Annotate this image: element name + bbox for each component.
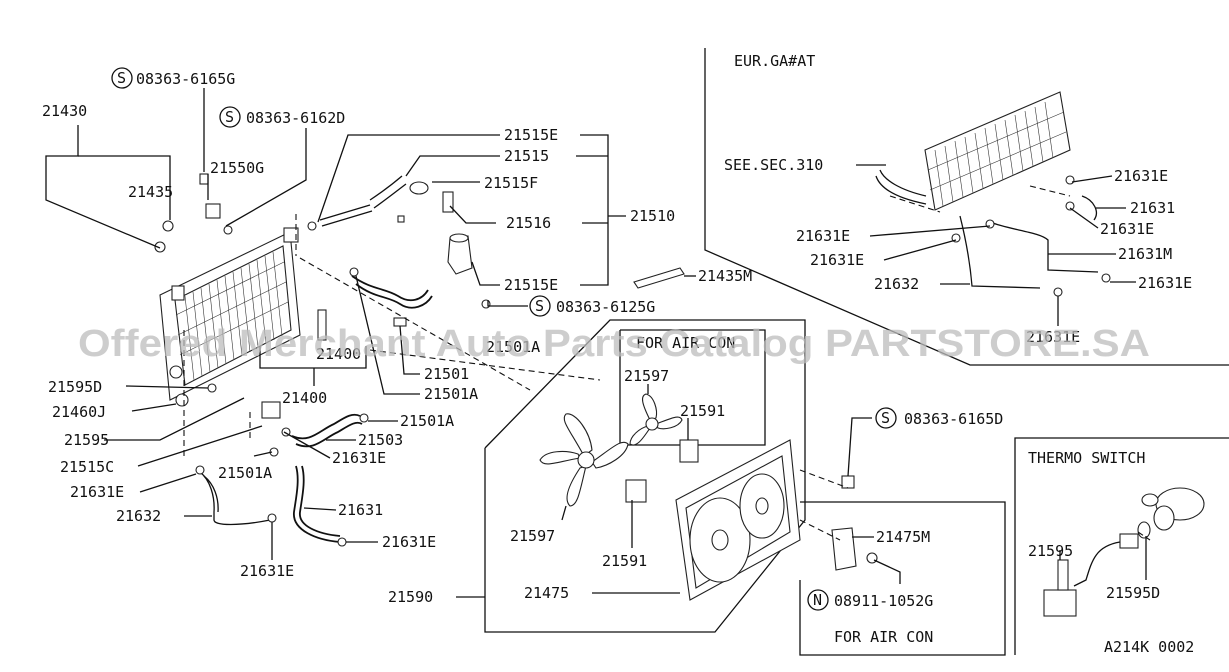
label-21400: 21400 (282, 389, 327, 407)
part-labels: S S S S N 21430 08363-6165G 08363-6162D … (42, 52, 1194, 656)
hoses-drawing (154, 173, 685, 547)
label-21631E-r1: 21631E (1114, 167, 1168, 185)
label-08911-1052G: 08911-1052G (834, 592, 933, 610)
label-21515F: 21515F (484, 174, 538, 192)
label-eur-title: EUR.GA#AT (734, 52, 815, 70)
symbol-s-1: S (117, 69, 126, 87)
label-see-sec-310: SEE.SEC.310 (724, 156, 823, 174)
label-21631E-r2: 21631E (1100, 220, 1154, 238)
label-21597-top: 21597 (624, 367, 669, 385)
symbol-s-3: S (535, 297, 544, 315)
label-21501A-low: 21501A (400, 412, 454, 430)
label-21591-top: 21591 (680, 402, 725, 420)
label-21501A-mid: 21501A (486, 338, 540, 356)
label-21501A-bot: 21501A (218, 464, 272, 482)
label-21501: 21501 (424, 365, 469, 383)
label-08363-6162D: 08363-6162D (246, 109, 345, 127)
label-21631E-r3: 21631E (796, 227, 850, 245)
label-21435: 21435 (128, 183, 173, 201)
label-21631E-r6: 21631E (1026, 328, 1080, 346)
label-21435M: 21435M (698, 267, 752, 285)
dashed-guides (183, 185, 1151, 541)
label-21632-left: 21632 (116, 507, 161, 525)
symbol-n-1: N (813, 591, 822, 609)
label-21460J: 21460J (52, 403, 106, 421)
radiator-drawing (159, 227, 301, 401)
label-21550G: 21550G (210, 159, 264, 177)
label-21631E-r5: 21631E (1138, 274, 1192, 292)
label-21515C: 21515C (60, 458, 114, 476)
label-21475M: 21475M (876, 528, 930, 546)
label-for-air-con-bot: FOR AIR CON (834, 628, 933, 646)
section-borders (484, 48, 1229, 656)
label-21475: 21475 (524, 584, 569, 602)
label-21515E-top: 21515E (504, 126, 558, 144)
label-21631E-mid: 21631E (332, 449, 386, 467)
label-21595-thermo: 21595 (1028, 542, 1073, 560)
leader-lines (45, 88, 1147, 598)
thermo-switch-drawing (1043, 487, 1205, 617)
label-21516: 21516 (506, 214, 551, 232)
watermark-text: Offered Merchant Auto Parts Catalog PART… (78, 323, 1150, 365)
label-21400-inner: 21400 (316, 345, 361, 363)
label-21591-bot: 21591 (602, 552, 647, 570)
label-21595-left: 21595 (64, 431, 109, 449)
label-thermo-title: THERMO SWITCH (1028, 449, 1145, 467)
label-21631M: 21631M (1118, 245, 1172, 263)
label-21595D-left: 21595D (48, 378, 102, 396)
eur-condenser-drawing (875, 91, 1111, 297)
symbol-s-2: S (225, 108, 234, 126)
label-21631E-hose: 21631E (382, 533, 436, 551)
label-21632-r: 21632 (874, 275, 919, 293)
label-for-air-con-top: FOR AIR CON (636, 334, 735, 352)
label-21503: 21503 (358, 431, 403, 449)
label-diagram-code: A214K 0002 (1104, 638, 1194, 656)
label-21595D-thermo: 21595D (1106, 584, 1160, 602)
label-21597-bot: 21597 (510, 527, 555, 545)
label-21430: 21430 (42, 102, 87, 120)
label-21590: 21590 (388, 588, 433, 606)
label-08363-6165D: 08363-6165D (904, 410, 1003, 428)
label-21631E-r4: 21631E (810, 251, 864, 269)
label-21510: 21510 (630, 207, 675, 225)
fan-drawing (539, 393, 878, 601)
symbol-s-4: S (881, 409, 890, 427)
label-21631E-bot: 21631E (240, 562, 294, 580)
label-21501A-right: 21501A (424, 385, 478, 403)
label-21631E-left: 21631E (70, 483, 124, 501)
symbol-circles (111, 67, 897, 611)
label-21515: 21515 (504, 147, 549, 165)
label-21515E-bot: 21515E (504, 276, 558, 294)
label-21631-r: 21631 (1130, 199, 1175, 217)
label-21631-mid: 21631 (338, 501, 383, 519)
label-08363-6165G: 08363-6165G (136, 70, 235, 88)
label-08363-6125G: 08363-6125G (556, 298, 655, 316)
